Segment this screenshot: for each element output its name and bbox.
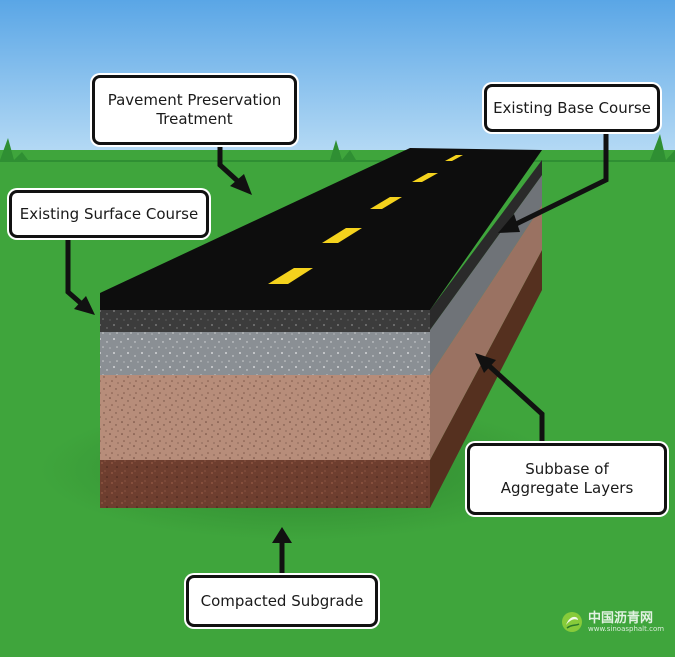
lane-marking — [268, 268, 313, 284]
lane-marking — [445, 155, 463, 161]
watermark: 中国沥青网 www.sinoasphalt.com — [560, 611, 665, 634]
arrow-existing-surface-course — [65, 238, 95, 315]
layer-subgrade-texture — [100, 460, 430, 508]
lane-marking — [322, 228, 362, 243]
arrow-subbase — [475, 353, 545, 445]
asphalt-top-surface — [100, 148, 542, 310]
arrow-compacted-subgrade — [272, 527, 292, 575]
watermark-title: 中国沥青网 — [588, 611, 654, 626]
label-subbase-aggregate: Subbase of Aggregate Layers — [467, 443, 667, 515]
arrow-existing-base-course — [498, 133, 609, 233]
label-existing-surface-course: Existing Surface Course — [9, 190, 209, 238]
label-existing-base-course-text: Existing Base Course — [493, 98, 651, 117]
lane-marking — [412, 173, 438, 182]
arrow-pavement-preservation — [217, 145, 252, 195]
label-subbase-line1: Subbase of — [525, 460, 609, 478]
watermark-logo-icon — [562, 612, 582, 632]
watermark-url: www.sinoasphalt.com — [588, 625, 665, 634]
layer-surface-side — [430, 160, 542, 330]
label-subbase-line2: Aggregate Layers — [500, 479, 634, 497]
lane-marking — [370, 197, 402, 209]
label-existing-surface-course-text: Existing Surface Course — [19, 204, 199, 223]
layer-subgrade-side — [430, 250, 542, 508]
grass-tufts — [0, 134, 675, 162]
label-pavement-preservation-line1: Pavement Preservation — [107, 91, 282, 109]
layer-subbase-texture — [100, 375, 430, 460]
layer-subbase-side — [430, 205, 542, 460]
label-pavement-preservation-line2: Treatment — [156, 110, 233, 128]
label-compacted-subgrade: Compacted Subgrade — [186, 575, 378, 627]
label-compacted-subgrade-text: Compacted Subgrade — [200, 591, 364, 610]
asphalt-front-edge — [100, 293, 430, 310]
layer-base-texture — [100, 332, 430, 375]
label-pavement-preservation: Pavement Preservation Treatment — [92, 75, 297, 145]
label-existing-base-course: Existing Base Course — [484, 84, 660, 132]
layer-surface-texture — [100, 308, 430, 332]
